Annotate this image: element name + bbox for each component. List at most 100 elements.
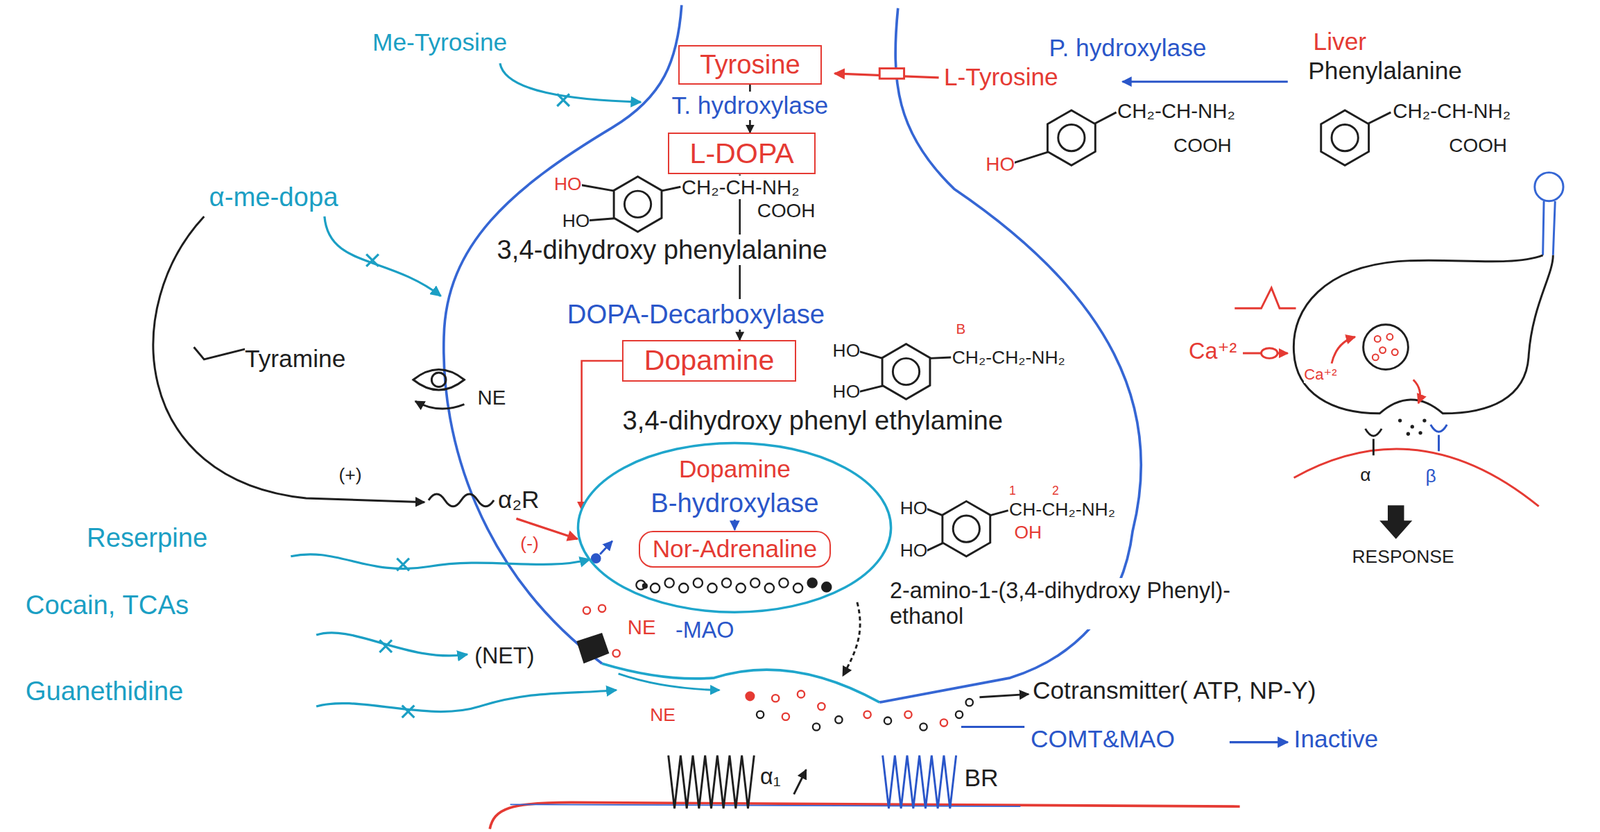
text-label: CH₂-CH-NH₂: [681, 175, 800, 200]
text-label: 2: [1052, 483, 1060, 498]
text-label: (NET): [474, 642, 535, 669]
drawing-part: [756, 710, 764, 718]
pathway-arrow: [581, 360, 623, 510]
text-label: HO: [832, 339, 861, 361]
stimulation-arrow: [153, 216, 425, 503]
node-text: Tyrosine: [699, 49, 801, 80]
block-mark: [366, 253, 379, 267]
drawing-part: [1398, 418, 1402, 422]
process-box: Dopamine: [622, 339, 797, 382]
drawing-part: [778, 577, 788, 587]
cotransmitter-dots: [756, 698, 974, 731]
drawing-part: [835, 715, 842, 723]
inhibition-arrow: [316, 632, 468, 656]
text-label: HO: [562, 210, 591, 231]
release-arrow: [415, 400, 465, 409]
alpha2-receptor: [428, 493, 494, 507]
inactivation-arrow: [1229, 740, 1288, 743]
process-box: L-DOPA: [667, 132, 816, 175]
drawing-part: [904, 710, 912, 718]
drawing-part: [821, 581, 831, 591]
text-label: L-Tyrosine: [943, 63, 1059, 92]
text-label: COMT&MAO: [1030, 724, 1175, 754]
text-label: Ca⁺²: [1303, 365, 1337, 383]
postsynaptic-membrane: [489, 801, 1240, 829]
drawing-part: [1372, 353, 1379, 360]
drawing-part: [678, 583, 688, 593]
inhibition-arrow: [324, 216, 442, 297]
text-label: 1: [1009, 483, 1017, 498]
drawing-part: [707, 583, 717, 593]
synthesis-arrow: [733, 519, 736, 530]
drawing-part: [863, 710, 871, 718]
drawing-part: [650, 583, 660, 593]
synaptic-vesicle: [1363, 324, 1409, 370]
drawing-part: [812, 722, 820, 730]
text-label: Phenylalanine: [1308, 56, 1462, 86]
postsynaptic-membrane: [510, 803, 1021, 806]
alpha-receptor: [1365, 428, 1383, 455]
drawing-part: [940, 718, 948, 726]
text-label: NE: [477, 385, 507, 410]
text-label: α₂R: [497, 485, 540, 514]
benzene-ring: [1321, 110, 1370, 166]
drawing-part: [598, 604, 606, 612]
text-label: Ca⁺²: [1188, 338, 1237, 365]
vesicle-outline: [578, 442, 892, 612]
drawing-part: [764, 583, 774, 593]
conversion-arrow: [1122, 80, 1288, 83]
net-transporter: [576, 632, 609, 664]
node-text: Nor-Adrenaline: [652, 534, 817, 564]
fusion-arrow: [1413, 379, 1421, 403]
benzene-ring: [613, 176, 662, 232]
text-label: β: [1425, 465, 1436, 487]
drawing-part: [665, 577, 675, 587]
text-label: 3,4-dihydroxy phenyl ethylamine: [622, 405, 1003, 436]
postsynaptic-membrane: [1294, 448, 1539, 507]
drawing-part: [642, 583, 648, 589]
text-label: COOH: [1448, 134, 1508, 157]
text-label: Me-Tyrosine: [372, 28, 507, 57]
text-label: COOH: [757, 199, 816, 222]
text-label: (+): [338, 463, 362, 485]
drawing-part: [693, 577, 703, 587]
terminal-membrane: [601, 663, 880, 702]
drawing-part: [793, 583, 803, 593]
release-arrow: [618, 673, 720, 691]
text-label: CH-CH₂-NH₂: [1009, 498, 1116, 520]
text-label: NE: [649, 703, 676, 725]
block-mark: [396, 558, 410, 571]
text-label: HO: [900, 539, 928, 561]
inhibition-arrow: [290, 554, 590, 569]
drawing-part: [771, 694, 779, 702]
chemical-bond: [579, 112, 1392, 552]
drawing-part: [1386, 333, 1393, 340]
action-potential: [1234, 287, 1296, 308]
alpha1-receptor: [668, 755, 755, 809]
drawing-part: [736, 583, 746, 593]
drawing-part: [966, 698, 974, 706]
drawing-part: [919, 722, 927, 730]
leader-arrow: [979, 693, 1029, 697]
calcium-arrow: [1331, 336, 1356, 363]
benzene-ring: [882, 343, 931, 399]
text-label: α: [1360, 463, 1371, 485]
drawing-part: [1391, 348, 1399, 356]
node-text: L-DOPA: [689, 137, 794, 170]
nerve-terminal: [1293, 255, 1553, 414]
block-mark: [402, 705, 415, 718]
drawing-part: [583, 606, 591, 614]
text-label: OH: [1013, 521, 1042, 543]
block-mark: [379, 639, 392, 652]
text-label: Liver: [1313, 27, 1367, 57]
drawing-part: [782, 712, 790, 720]
drawing-part: [1410, 424, 1415, 428]
axon: [1543, 201, 1556, 256]
vesicle-node: DopamineB-hydroxylaseNor-Adrenaline: [576, 441, 893, 614]
response-arrow: [1379, 504, 1413, 539]
drawing-part: [955, 710, 963, 718]
beta-receptor: [882, 755, 957, 809]
drawing-part: [797, 690, 805, 698]
inhibition-arrow: [500, 63, 641, 102]
